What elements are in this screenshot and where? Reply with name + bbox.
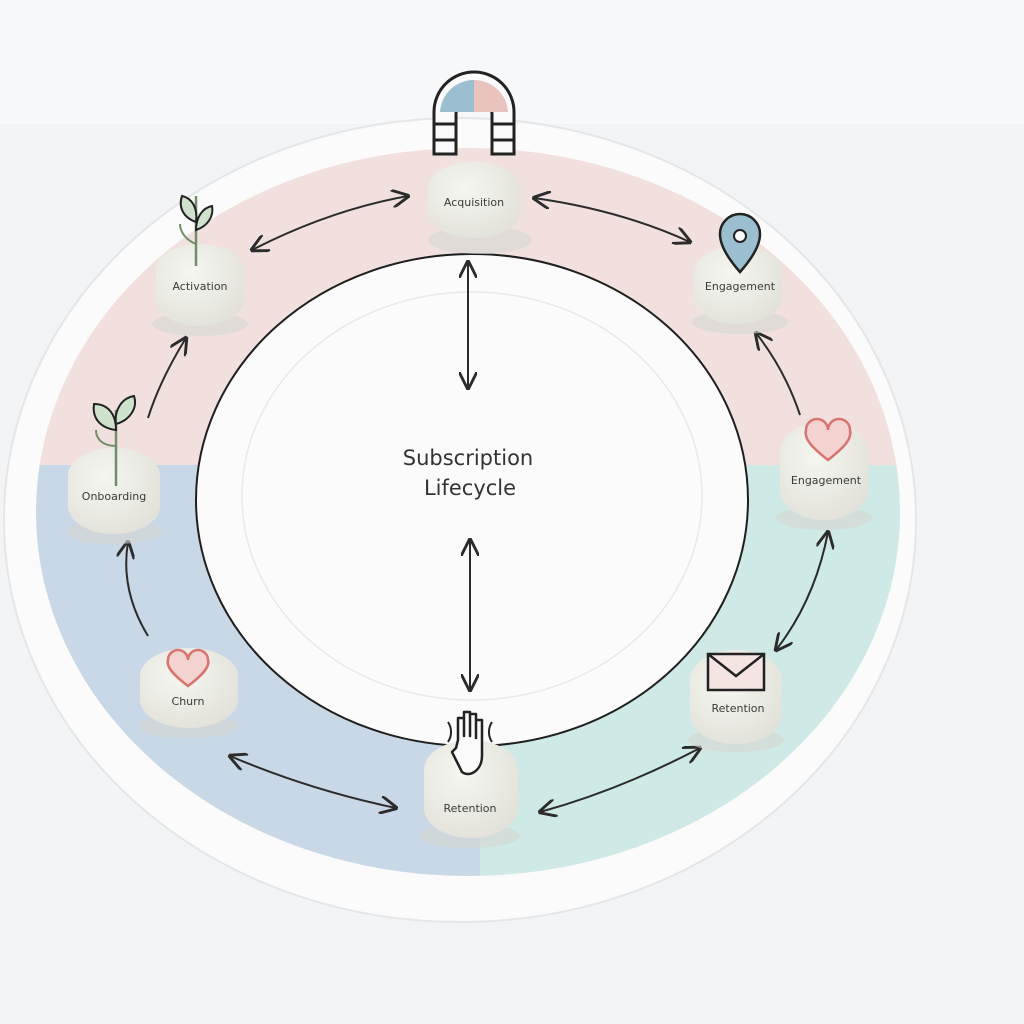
node-label: Engagement: [705, 280, 776, 293]
sprout-icon: [92, 394, 136, 486]
node-engagement-heart[interactable]: Engagement: [776, 417, 872, 530]
node-label: Retention: [443, 802, 496, 815]
node-label: Churn: [172, 695, 205, 708]
arrow-churn-onboarding: [126, 542, 149, 637]
node-acquisition[interactable]: Acquisition: [428, 70, 532, 254]
sprout-icon: [179, 194, 214, 266]
node-churn[interactable]: Churn: [138, 648, 238, 738]
arrow-engagement-engagement: [756, 333, 801, 416]
connector-arrows: [126, 196, 828, 812]
node-engagement-pin[interactable]: Engagement: [692, 212, 788, 334]
arrow-retention-churn: [230, 756, 396, 808]
node-retention-hand[interactable]: Retention: [420, 710, 520, 848]
center-disk: [195, 253, 749, 747]
arrow-acquisition-engagement: [534, 198, 690, 242]
hand-icon: [447, 710, 493, 776]
node-label: Onboarding: [82, 490, 146, 503]
node-activation[interactable]: Activation: [152, 194, 248, 336]
arrow-engagement-retention: [776, 532, 828, 650]
magnet-icon: [432, 70, 516, 156]
location-pin-icon: [718, 212, 762, 274]
node-label: Retention: [711, 702, 764, 715]
node-onboarding[interactable]: Onboarding: [66, 394, 162, 544]
node-label: Engagement: [791, 474, 862, 487]
arrow-onboarding-activation: [147, 338, 186, 419]
center-title-line2: Lifecycle: [424, 476, 516, 500]
arrow-activation-acquisition: [252, 196, 408, 250]
center-title-line1: Subscription: [403, 446, 533, 470]
heart-icon: [804, 417, 852, 462]
node-label: Acquisition: [444, 196, 504, 209]
node-label: Activation: [172, 280, 227, 293]
arrow-retention-retention: [540, 748, 700, 812]
heart-icon: [166, 648, 210, 688]
node-retention-envelope[interactable]: Retention: [688, 650, 784, 752]
envelope-icon: [706, 652, 766, 692]
